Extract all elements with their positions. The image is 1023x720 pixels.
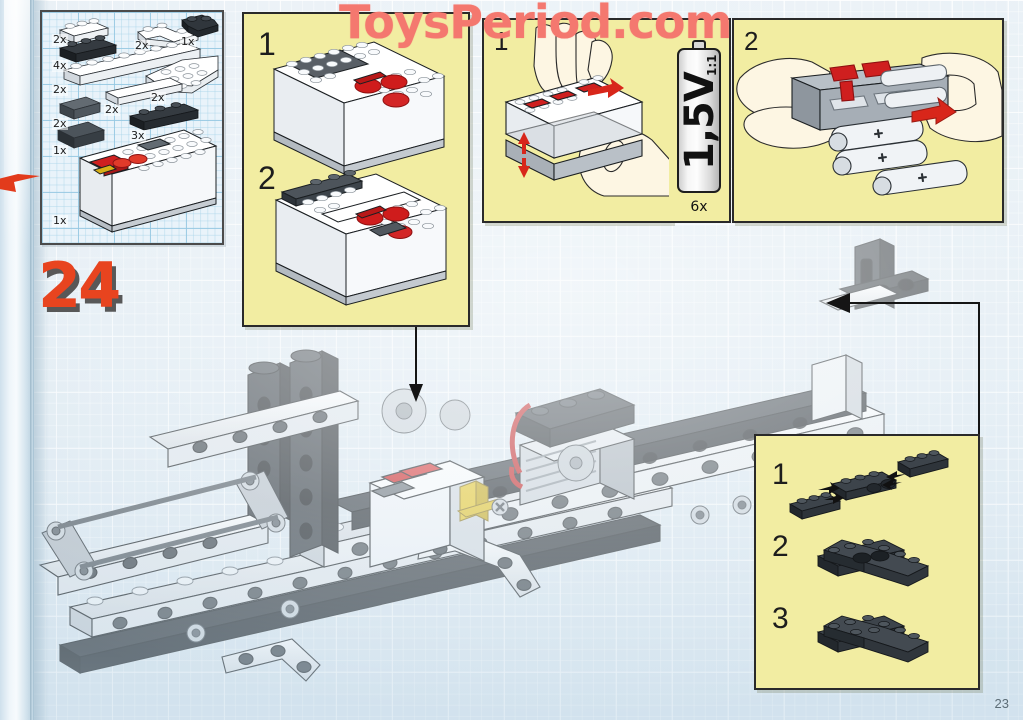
callout-arrowhead — [826, 293, 850, 313]
gutter-highlight — [4, 0, 30, 250]
substep-number: 2 — [772, 530, 789, 563]
cross-plate-build-panel: 1 2 3 — [754, 434, 980, 690]
qty-label: 2x — [134, 39, 150, 52]
cross-plate-build-illustration — [788, 450, 950, 663]
qty-label: 3x — [130, 129, 146, 142]
substep-number: 3 — [772, 602, 789, 635]
battery-lid-open-illustration — [504, 22, 671, 197]
qty-label: 1x — [180, 35, 196, 48]
callout-leader-line — [846, 302, 980, 304]
left-margin-red-arrow — [0, 174, 40, 192]
qty-label: 2x — [52, 117, 68, 130]
qty-label: 2x — [104, 103, 120, 116]
battery-cell-graphic — [677, 48, 721, 193]
callout-leader-line — [415, 327, 417, 389]
watermark: ToysPeriod.com — [339, 0, 732, 49]
battery-quantity-label: 6x — [690, 199, 708, 215]
parts-inventory-panel: 2x 2x 1x 4x 2x 2x 2x 2x 1x 3x 1x — [40, 10, 224, 245]
qty-label: 1x — [52, 144, 68, 157]
battery-voltage-label: 1,5V — [677, 72, 723, 170]
qty-label: 2x — [150, 91, 166, 104]
substep-number: 1 — [258, 26, 276, 62]
substep-number: 1 — [494, 26, 509, 56]
substep-number: 2 — [744, 26, 759, 56]
svg-text:+: + — [916, 170, 928, 185]
battery-box-build-illustration — [272, 41, 448, 306]
qty-label: 1x — [52, 214, 68, 227]
qty-label: 2x — [52, 33, 68, 46]
substep-number: 2 — [258, 160, 276, 196]
gutter-fold-line — [30, 0, 33, 720]
page-number: 23 — [994, 696, 1009, 711]
callout-leader-line — [978, 302, 980, 434]
battery-scale-label: 1:1 — [705, 54, 719, 77]
qty-label: 2x — [52, 83, 68, 96]
callout-arrowhead — [409, 384, 423, 402]
svg-text:+: + — [872, 126, 884, 141]
battery-terminal-nub — [692, 40, 706, 49]
parts-inventory-illustration — [56, 14, 219, 233]
battery-box-build-panel: 1 2 — [242, 12, 470, 327]
battery-scale-panel: 1,5V 1:1 6x — [669, 18, 731, 223]
battery-insert-illustration: + + + — [736, 52, 1003, 196]
qty-label: 4x — [52, 59, 68, 72]
step-number: 24 — [38, 249, 121, 322]
svg-text:+: + — [876, 150, 888, 165]
battery-lid-open-panel: 1 — [482, 18, 672, 223]
substep-number: 1 — [772, 458, 789, 491]
battery-insert-panel: 2 — [732, 18, 1004, 223]
